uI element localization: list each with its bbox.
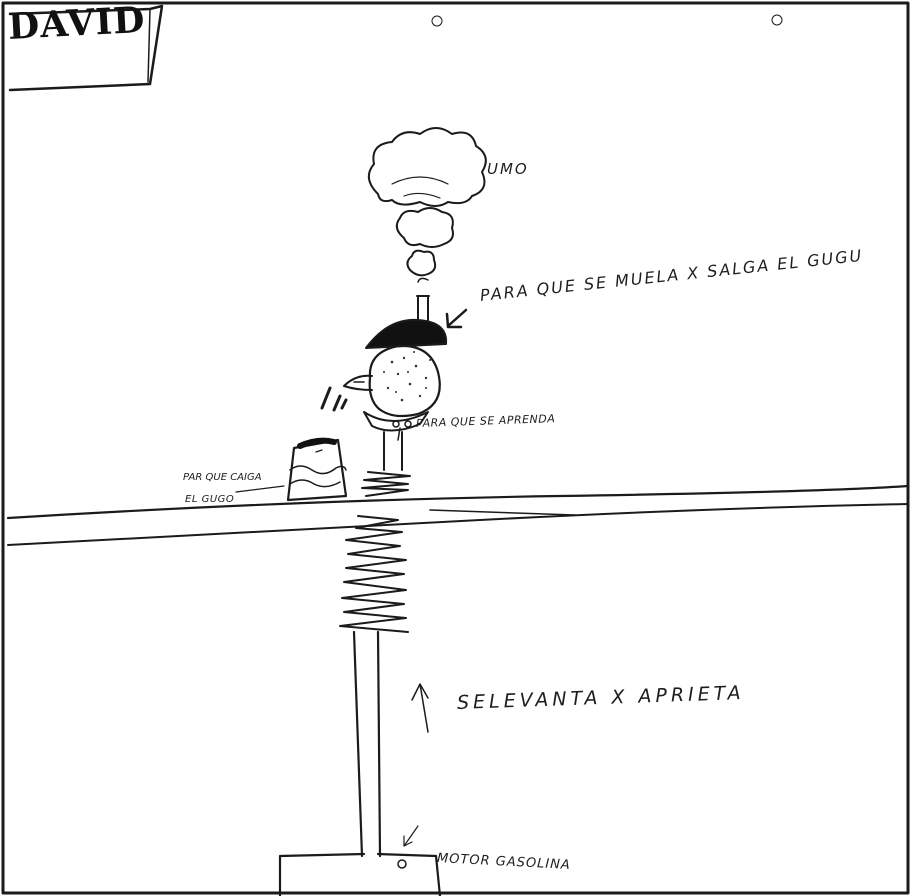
nut-body xyxy=(368,344,441,418)
cutter-tray xyxy=(363,411,429,432)
smoke-cloud-large xyxy=(367,127,487,207)
name-tag: DAVID xyxy=(6,0,147,48)
piston-shaft xyxy=(352,630,382,858)
tack-mark-left xyxy=(431,15,443,27)
label-cup-line2: EL GUGO xyxy=(185,494,235,505)
motor-arrow xyxy=(403,825,419,847)
label-smoke: UMO xyxy=(487,160,529,178)
press-dome xyxy=(365,318,448,349)
lift-arrow xyxy=(411,683,429,733)
upper-spring xyxy=(361,471,411,497)
falling-drops xyxy=(320,386,348,412)
arrow-to-press xyxy=(445,308,468,329)
smoke-cloud-medium xyxy=(395,207,454,248)
tack-mark-right xyxy=(771,14,783,26)
nut-speckles xyxy=(383,351,431,402)
table-line-top xyxy=(6,484,910,520)
table-line-bottom xyxy=(7,503,909,546)
name-tag-box xyxy=(8,4,164,92)
lower-spring xyxy=(339,515,409,633)
spout xyxy=(343,374,373,391)
smoke-cloud-small xyxy=(406,249,437,277)
motor-block xyxy=(278,852,442,896)
label-cup-line1: PAR QUE CAIGA xyxy=(183,472,262,483)
support-posts xyxy=(383,431,403,471)
motor-hole xyxy=(397,859,407,869)
collect-cup xyxy=(286,438,348,502)
